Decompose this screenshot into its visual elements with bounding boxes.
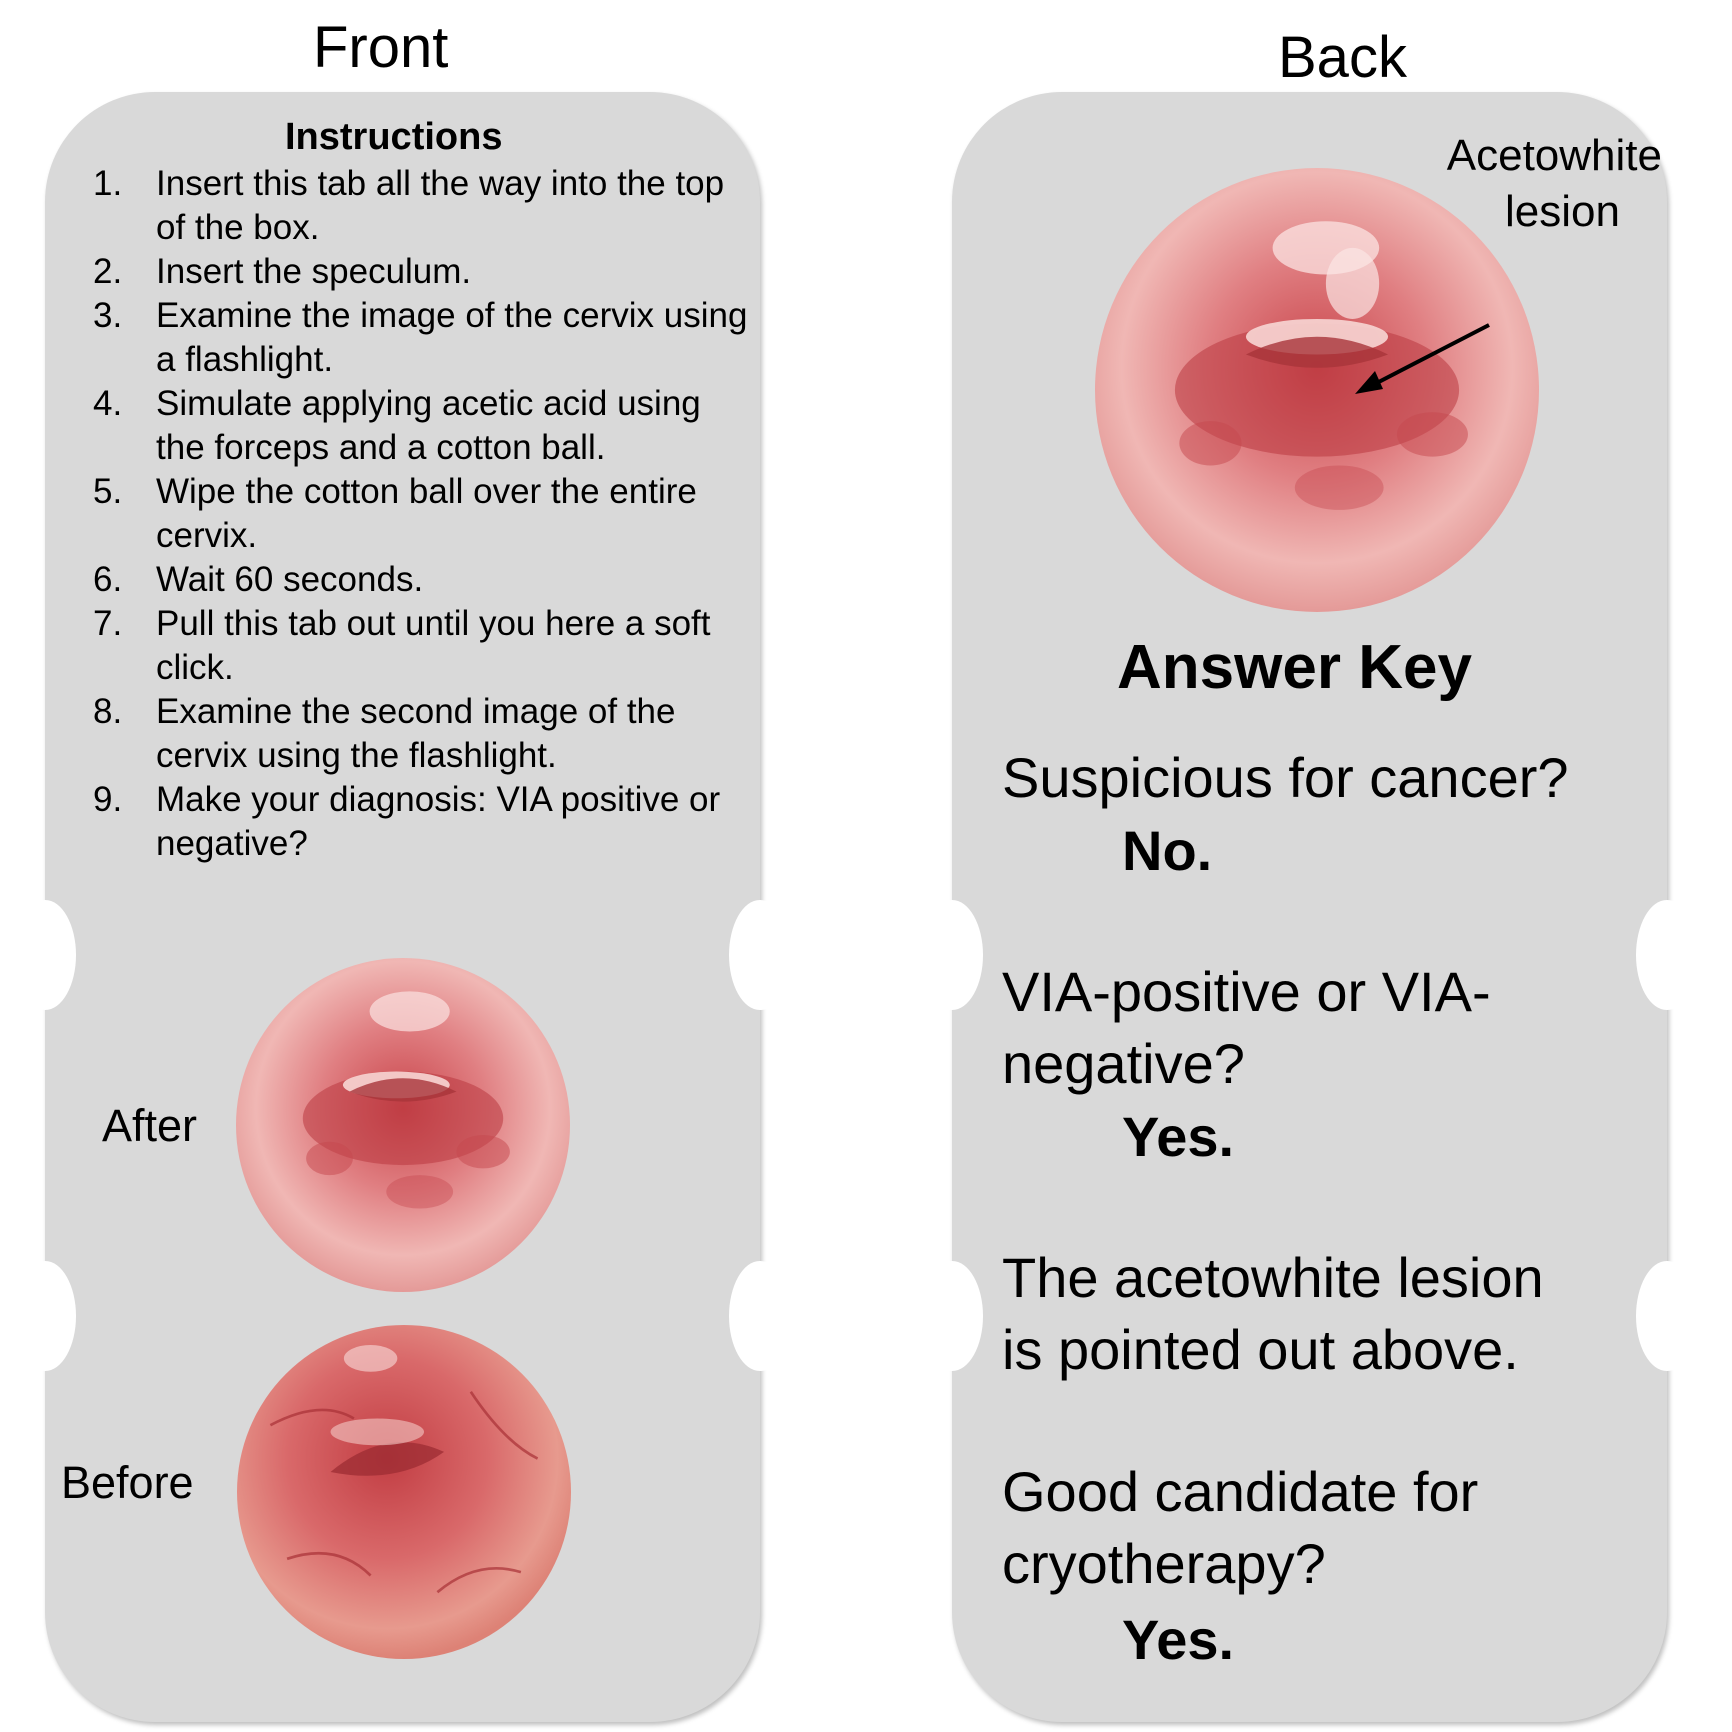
instruction-text: Make your diagnosis: VIA positive or neg… xyxy=(156,780,721,863)
front-heading: Front xyxy=(313,15,449,80)
question-1: Suspicious for cancer? xyxy=(1002,742,1642,814)
instruction-item: 9. Make your diagnosis: VIA positive or n… xyxy=(93,778,756,866)
after-label: After xyxy=(102,1100,198,1151)
back-heading: Back xyxy=(1278,25,1407,90)
acetowhite-annotation: Acetowhite lesion xyxy=(1392,128,1662,240)
instruction-item: 6. Wait 60 seconds. xyxy=(93,558,756,602)
before-label: Before xyxy=(61,1457,194,1508)
instruction-text: Insert this tab all the way into the top… xyxy=(156,164,725,247)
instruction-text: Simulate applying acetic acid using the … xyxy=(156,384,701,467)
instruction-text: Wipe the cotton ball over the entire cer… xyxy=(156,472,697,555)
back-card: Acetowhite lesion Answer Key Suspicious … xyxy=(921,92,1698,1722)
instruction-number: 4. xyxy=(93,384,123,423)
answer-2: Yes. xyxy=(1122,1105,1235,1168)
instruction-text: Examine the image of the cervix using a … xyxy=(156,296,748,379)
question-2: VIA-positive or VIA- negative? xyxy=(1002,956,1642,1100)
statement-3: The acetowhite lesion is pointed out abo… xyxy=(1002,1242,1642,1386)
instruction-item: 3. Examine the image of the cervix using … xyxy=(93,294,756,382)
instruction-text: Wait 60 seconds. xyxy=(156,560,424,599)
card-notch xyxy=(729,1261,791,1371)
statement-3-line1: The acetowhite lesion xyxy=(1002,1246,1544,1309)
question-4-line2: cryotherapy? xyxy=(1002,1532,1326,1595)
answer-1: No. xyxy=(1122,819,1213,882)
instruction-number: 1. xyxy=(93,164,123,203)
instruction-item: 8. Examine the second image of the cervix… xyxy=(93,690,756,778)
instruction-number: 3. xyxy=(93,296,123,335)
question-4: Good candidate for cryotherapy? xyxy=(1002,1456,1642,1600)
instruction-number: 5. xyxy=(93,472,123,511)
question-2-line2: negative? xyxy=(1002,1032,1245,1095)
before-cervix-image xyxy=(237,1325,571,1659)
answer-cervix-image xyxy=(1095,168,1539,612)
instruction-item: 5. Wipe the cotton ball over the entire c… xyxy=(93,470,756,558)
instruction-number: 8. xyxy=(93,692,123,731)
front-card: Instructions 1. Insert this tab all the w… xyxy=(14,92,791,1722)
instruction-number: 9. xyxy=(93,780,123,819)
instruction-text: Examine the second image of the cervix u… xyxy=(156,692,676,775)
question-4-line1: Good candidate for xyxy=(1002,1460,1479,1523)
answer-4: Yes. xyxy=(1122,1608,1235,1671)
instruction-item: 7. Pull this tab out until you here a sof… xyxy=(93,602,756,690)
card-notch xyxy=(921,1261,983,1371)
instruction-item: 1. Insert this tab all the way into the t… xyxy=(93,162,756,250)
card-notch xyxy=(729,900,791,1010)
instructions-list: 1. Insert this tab all the way into the t… xyxy=(93,162,756,866)
annotation-arrow xyxy=(1355,323,1490,394)
instruction-text: Insert the speculum. xyxy=(156,252,472,291)
annotation-line1: Acetowhite xyxy=(1446,131,1662,180)
card-notch xyxy=(1636,900,1698,1010)
card-notch xyxy=(14,900,76,1010)
card-notch xyxy=(14,1261,76,1371)
instructions-title: Instructions xyxy=(285,116,503,158)
card-notch xyxy=(1636,1261,1698,1371)
statement-3-line2: is pointed out above. xyxy=(1002,1318,1519,1381)
instruction-number: 6. xyxy=(93,560,123,599)
instruction-number: 7. xyxy=(93,604,123,643)
question-1-line1: Suspicious for cancer? xyxy=(1002,746,1569,809)
answer-key-title: Answer Key xyxy=(1117,633,1472,702)
instruction-text: Pull this tab out until you here a soft … xyxy=(156,604,711,687)
instruction-item: 4. Simulate applying acetic acid using th… xyxy=(93,382,756,470)
instruction-item: 2. Insert the speculum. xyxy=(93,250,756,294)
card-notch xyxy=(921,900,983,1010)
instruction-number: 2. xyxy=(93,252,123,291)
after-cervix-image xyxy=(236,958,570,1292)
question-2-line1: VIA-positive or VIA- xyxy=(1002,960,1491,1023)
annotation-line2: lesion xyxy=(1505,187,1620,236)
